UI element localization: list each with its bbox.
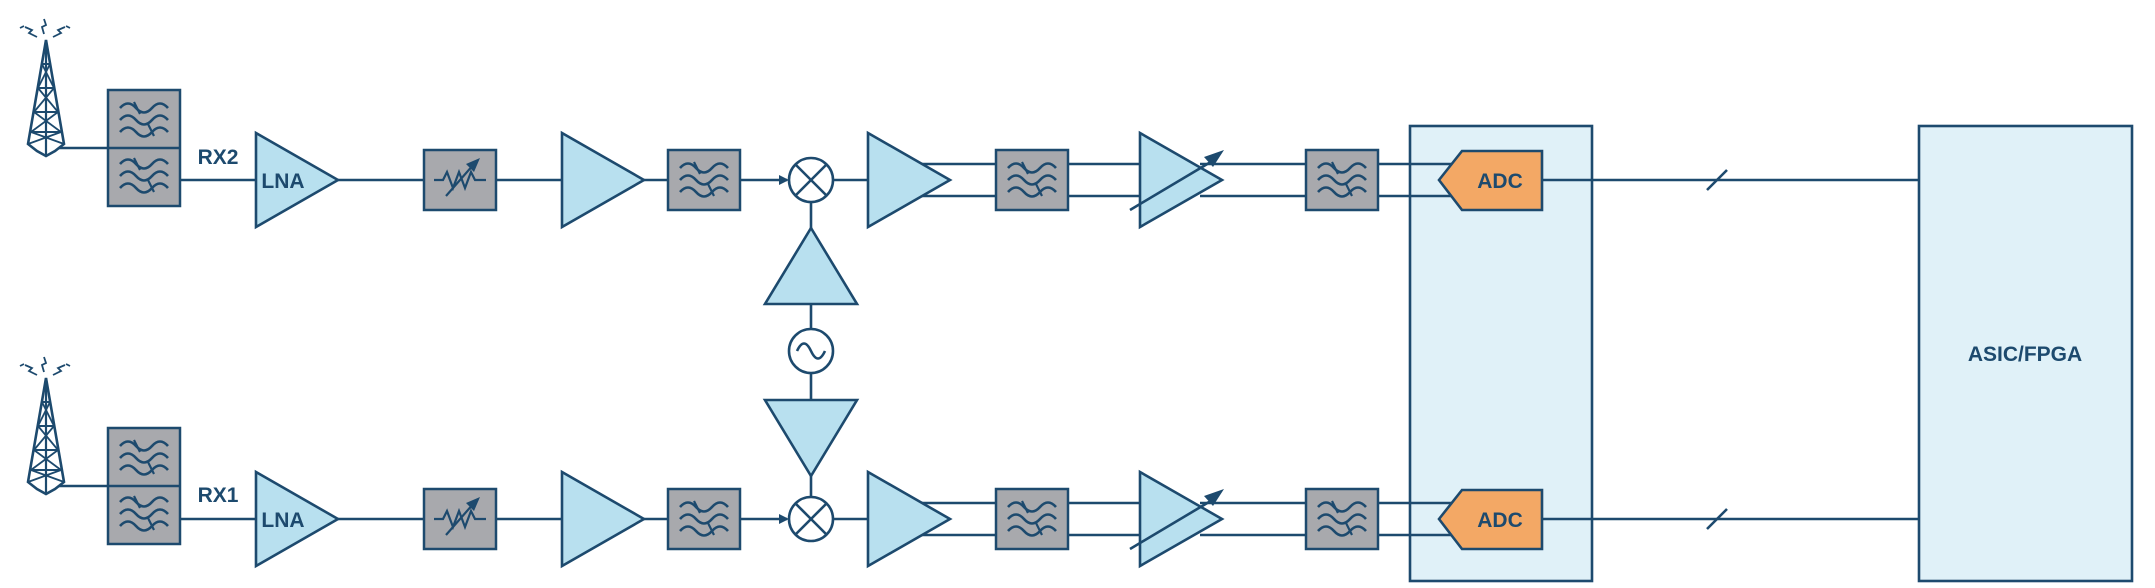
lna-label: LNA <box>261 170 304 193</box>
rx2-label: RX2 <box>198 146 239 169</box>
bandpass-filter-icon <box>1306 150 1378 210</box>
bandpass-filter-icon <box>668 150 740 210</box>
lna-label: LNA <box>261 509 304 532</box>
asic-fpga-block <box>1917 124 2134 583</box>
amplifier-icon <box>560 131 646 229</box>
variable-gain-amplifier-icon <box>1129 131 1224 229</box>
bandpass-filter-icon <box>996 150 1068 210</box>
lo-amplifier-up <box>762 225 860 306</box>
bandpass-filter-icon <box>668 489 740 549</box>
variable-attenuator-icon <box>422 487 498 551</box>
adc-block: ADC <box>1437 149 1544 212</box>
rx2-chain <box>46 146 1919 198</box>
asic-fpga-label: ASIC/FPGA <box>1968 343 2082 366</box>
bandpass-filter-icon <box>108 428 180 544</box>
rx1-chain <box>46 484 1919 537</box>
bandpass-filter-icon <box>1306 489 1378 549</box>
lo-amplifier-down <box>762 398 860 479</box>
amplifier-icon <box>560 470 646 568</box>
adc-label: ADC <box>1477 509 1523 532</box>
bandpass-filter-icon <box>996 489 1068 549</box>
adc-block: ADC <box>1437 488 1544 551</box>
adc-label: ADC <box>1477 170 1523 193</box>
local-oscillator-icon <box>787 327 835 375</box>
mixer-icon <box>787 156 835 204</box>
variable-attenuator-icon <box>422 148 498 212</box>
amplifier-icon <box>866 470 952 568</box>
antenna-tower-icon <box>18 17 72 158</box>
rx1-label: RX1 <box>198 484 239 507</box>
amplifier-icon <box>866 131 952 229</box>
bandpass-filter-icon <box>108 90 180 206</box>
mixer-icon <box>787 495 835 543</box>
antenna-tower-icon <box>18 355 72 496</box>
variable-gain-amplifier-icon <box>1129 470 1224 568</box>
